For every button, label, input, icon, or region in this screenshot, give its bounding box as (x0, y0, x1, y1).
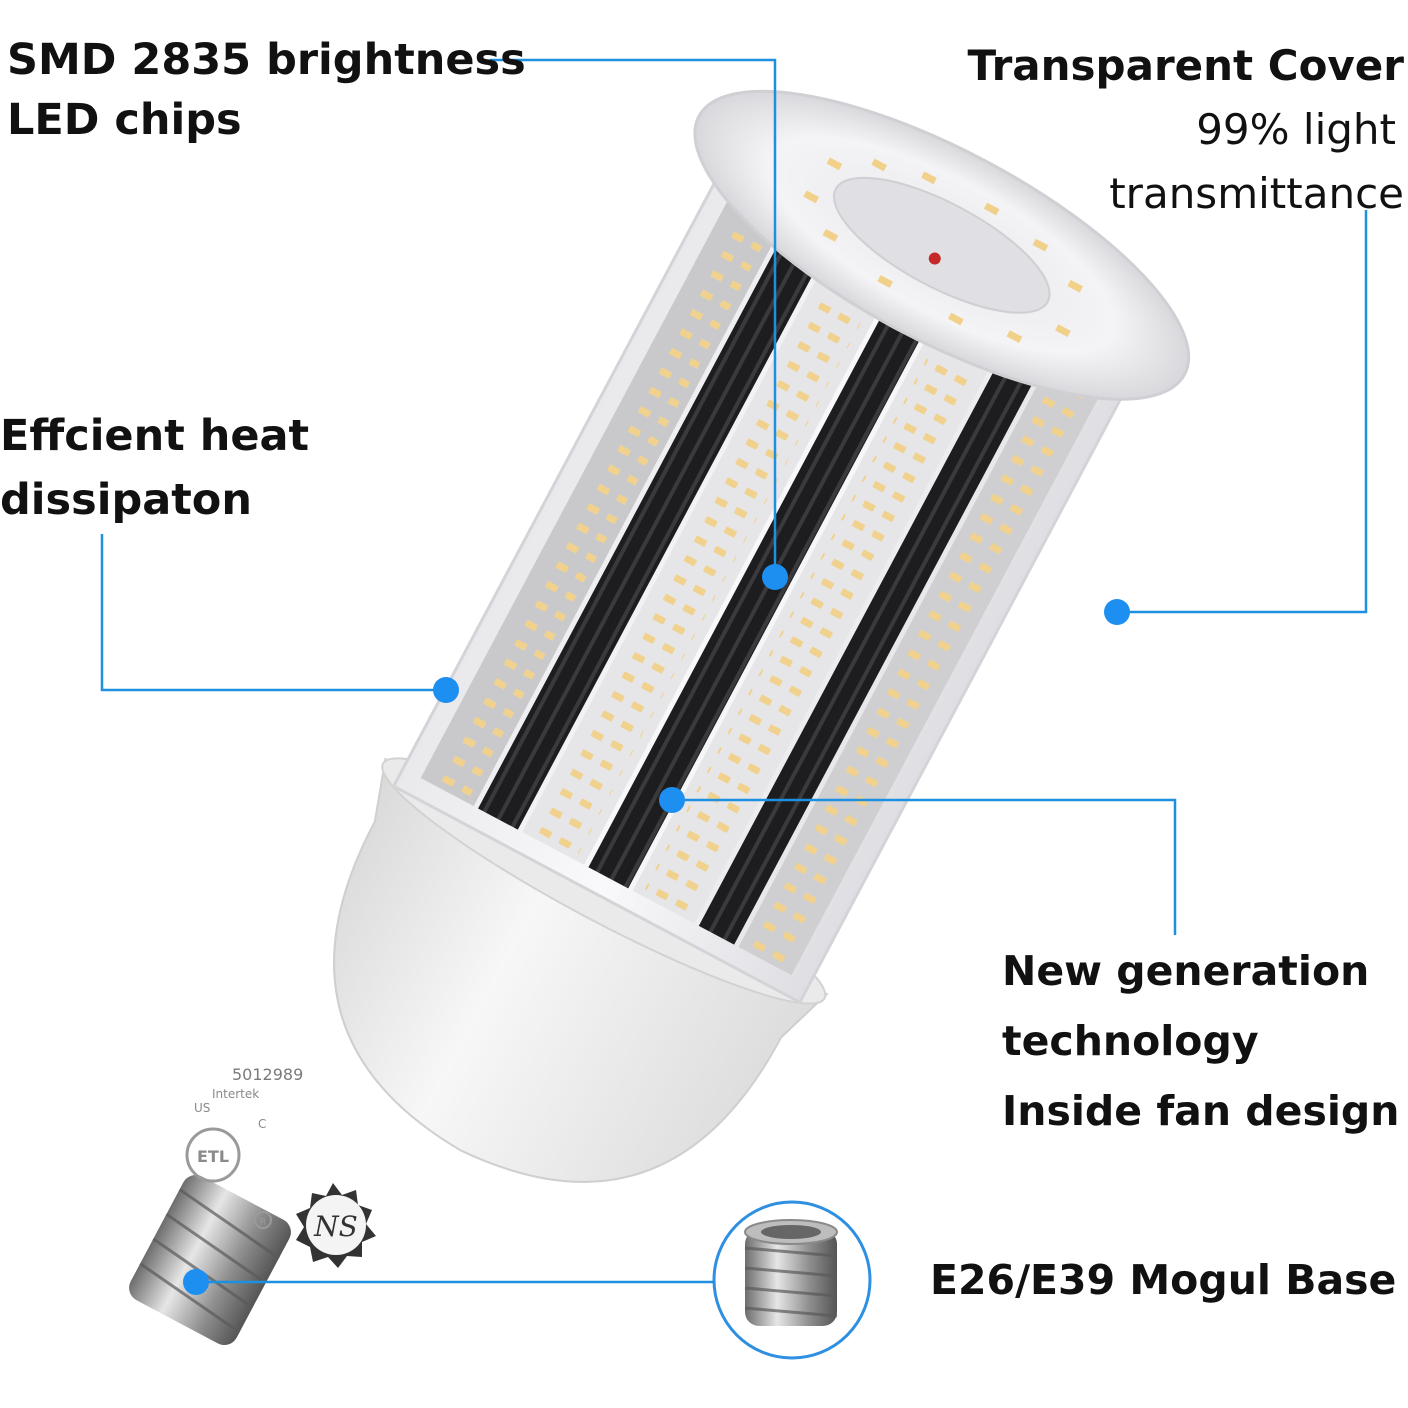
smd-callout-line (490, 58, 777, 577)
cover-callout-line (1117, 210, 1368, 614)
fan-line1: New generation (1002, 947, 1370, 995)
heat-line2: dissipaton (0, 475, 252, 525)
fan-line2: technology (1002, 1017, 1259, 1065)
brand-logo-text: NS (313, 1210, 358, 1243)
etl-logo-text: ETL (197, 1147, 229, 1166)
e26-e39-adapter-image (744, 1219, 838, 1326)
fan-callout-text: New generation technology Inside fan des… (1002, 936, 1399, 1146)
smd-line1: SMD 2835 brightness (7, 35, 526, 85)
cover-line2: 99% light (1196, 105, 1396, 154)
smd-callout-text: SMD 2835 brightness LED chips (7, 30, 526, 150)
ns-brand-logo: NS (296, 1183, 376, 1268)
heat-callout-dot (433, 677, 459, 703)
cert-us-text: US (194, 1101, 210, 1115)
heat-callout-text: Effcient heat dissipaton (0, 404, 309, 532)
adapter-inset (712, 1200, 872, 1360)
registered-mark: R (254, 1211, 272, 1229)
smd-line2: LED chips (7, 95, 242, 145)
cover-line3: transmittance (1109, 169, 1404, 218)
heat-callout-line (100, 534, 446, 692)
fan-callout-line (672, 798, 1177, 935)
cover-callout-text: Transparent Cover 99% light transmittanc… (968, 34, 1404, 226)
heat-line1: Effcient heat (0, 411, 310, 461)
cert-number-text: 5012989 (232, 1065, 303, 1084)
base-callout-dot (183, 1269, 209, 1295)
fan-callout-dot (659, 787, 685, 813)
base-callout-text: E26/E39 Mogul Base (930, 1256, 1397, 1304)
svg-text:R: R (260, 1217, 267, 1228)
cover-callout-dot (1104, 599, 1130, 625)
smd-callout-dot (762, 564, 788, 590)
bulb-body (333, 89, 1191, 1183)
etl-cert-mark: ETL C US Intertek 5012989 (185, 1065, 303, 1183)
fan-line3: Inside fan design (1002, 1087, 1400, 1135)
cert-c-text: C (258, 1117, 266, 1131)
screw-base (129, 1174, 291, 1346)
cert-brand-text: Intertek (212, 1087, 259, 1101)
cover-title: Transparent Cover (967, 41, 1404, 90)
